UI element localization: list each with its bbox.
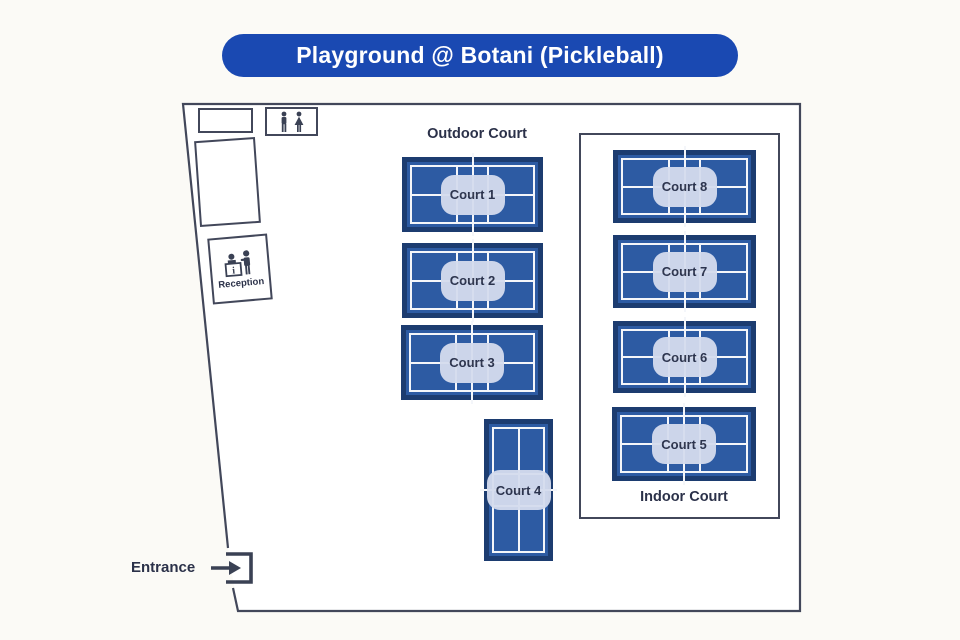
court-label: Court 4: [495, 482, 542, 498]
court-4: Court 4: [480, 419, 557, 561]
court-label-badge: Court 8: [652, 166, 717, 207]
court-field: Court 4: [480, 424, 557, 556]
entrance-label: Entrance: [131, 559, 196, 576]
court-field: Court 5: [617, 403, 751, 485]
svg-text:i: i: [232, 265, 236, 276]
court-field: Court 1: [407, 153, 538, 236]
court-label-badge: Court 3: [440, 342, 504, 383]
court-8: Court 8: [613, 146, 756, 227]
court-label-badge: Court 4: [486, 470, 551, 510]
entrance-door-icon: [226, 552, 253, 584]
court-7: Court 7: [613, 231, 756, 312]
page-title: Playground @ Botani (Pickleball): [222, 34, 738, 77]
court-label: Court 3: [449, 355, 495, 370]
court-2: Court 2: [402, 239, 543, 322]
court-field: Court 2: [407, 239, 538, 322]
court-field: Court 7: [618, 231, 751, 312]
reception-box: i Reception: [207, 233, 273, 305]
court-label: Court 8: [661, 179, 708, 194]
court-label: Court 2: [449, 273, 496, 288]
court-label: Court 5: [661, 436, 707, 452]
court-label-badge: Court 6: [652, 337, 717, 377]
entrance-arrow-icon: [211, 561, 241, 575]
court-1: Court 1: [402, 153, 543, 236]
court-label-badge: Court 5: [652, 424, 716, 464]
court-label: Court 7: [661, 264, 708, 279]
court-6: Court 6: [613, 317, 756, 397]
indoor-court-label: Indoor Court: [640, 489, 728, 505]
outdoor-court-label: Outdoor Court: [427, 126, 527, 142]
court-label-badge: Court 7: [652, 251, 717, 292]
court-3: Court 3: [401, 321, 543, 404]
court-label: Court 1: [449, 187, 496, 202]
restroom-icon: [281, 111, 303, 132]
court-label: Court 6: [661, 349, 708, 365]
court-field: Court 8: [618, 146, 751, 227]
court-label-badge: Court 1: [440, 174, 505, 215]
storage-room-small: [198, 108, 253, 133]
restroom-box: [265, 107, 318, 136]
court-field: Court 6: [618, 317, 751, 397]
court-field: Court 3: [406, 321, 538, 404]
court-5: Court 5: [612, 403, 756, 485]
court-label-badge: Court 2: [440, 260, 505, 301]
indoor-court-box: [579, 133, 780, 519]
wall-lines: [181, 102, 802, 613]
storage-room-large: [194, 136, 261, 228]
reception-desk-icon: i: [224, 250, 251, 278]
